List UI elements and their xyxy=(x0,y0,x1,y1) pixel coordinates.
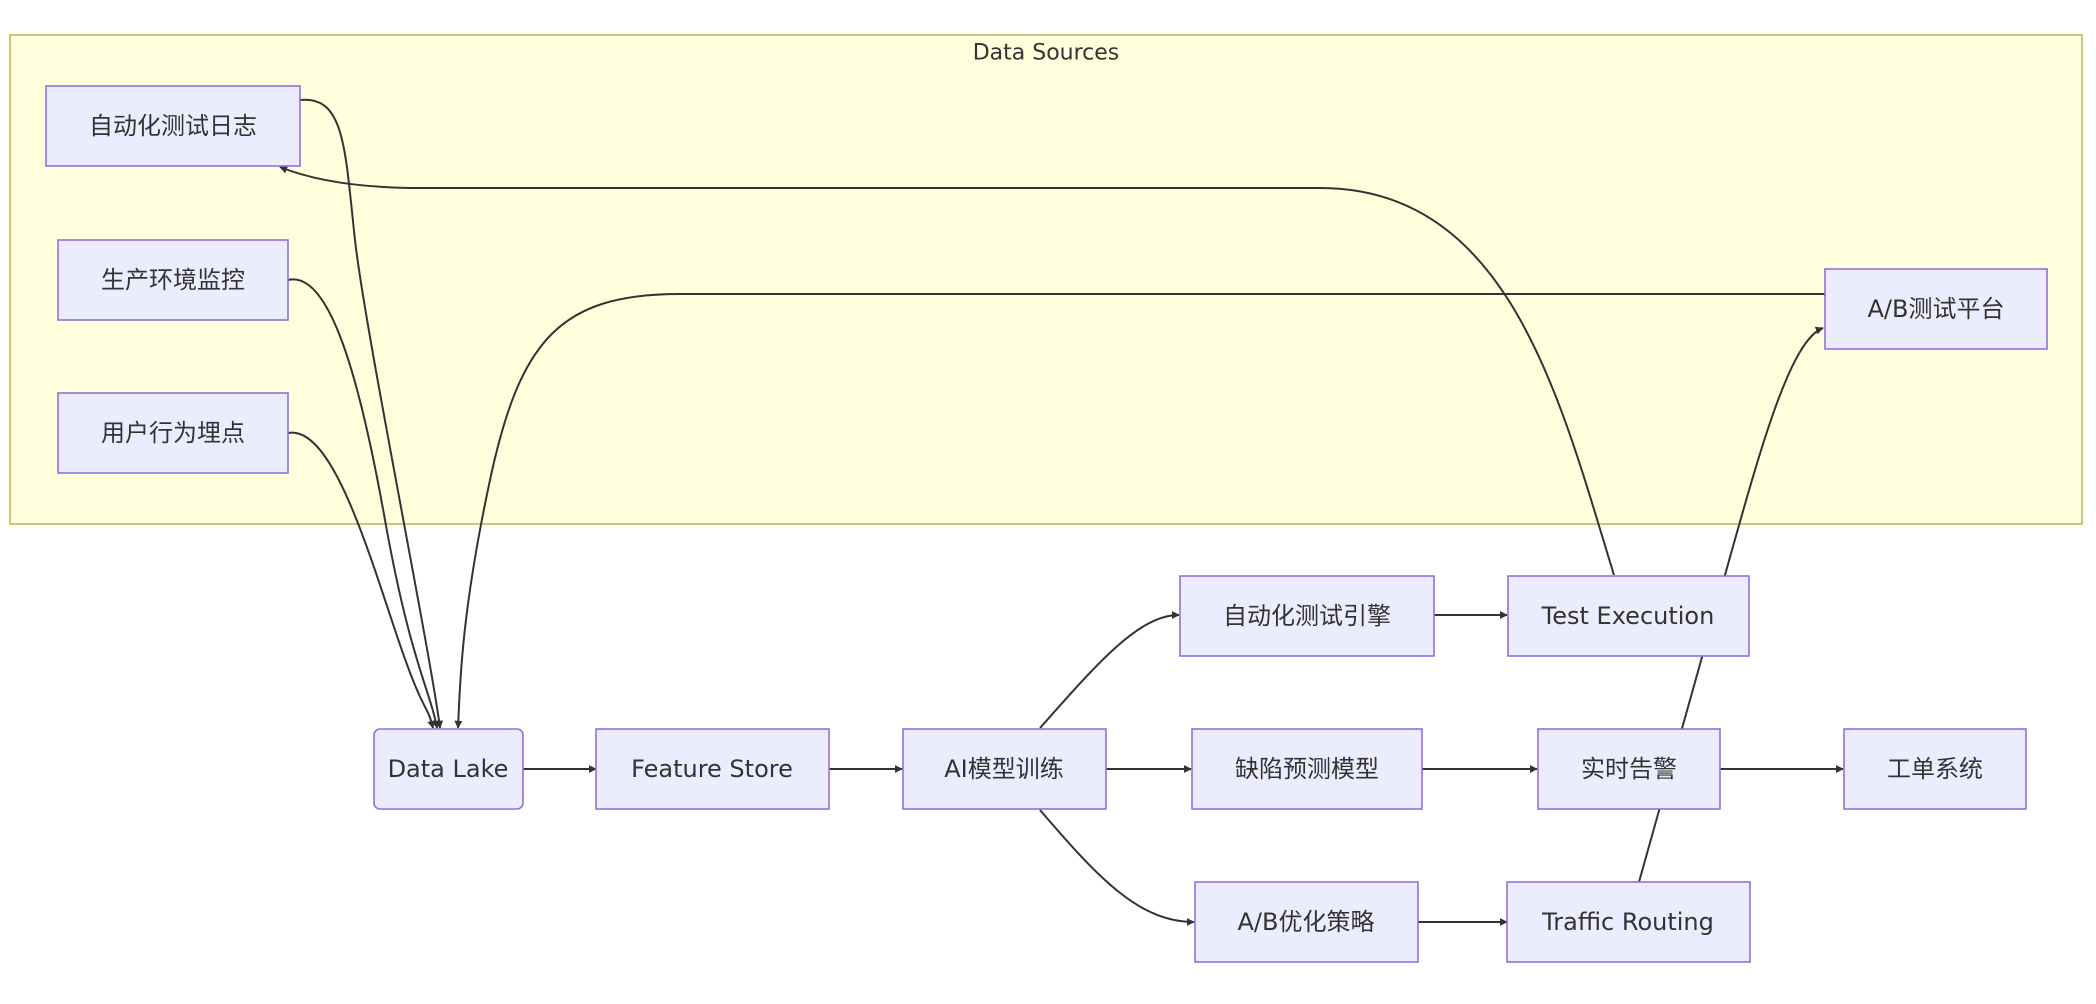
node-label: Traffic Routing xyxy=(1541,908,1714,936)
node-ticket-system[interactable]: 工单系统 xyxy=(1843,728,2027,810)
node-traffic-routing[interactable]: Traffic Routing xyxy=(1506,881,1751,963)
node-box xyxy=(1843,728,2027,810)
node-box xyxy=(57,392,289,474)
node-label: AI模型训练 xyxy=(944,755,1064,783)
node-feature-store[interactable]: Feature Store xyxy=(595,728,830,810)
node-box xyxy=(1537,728,1721,810)
node-box xyxy=(1191,728,1423,810)
node-ab-platform[interactable]: A/B测试平台 xyxy=(1824,268,2048,350)
node-test-logs[interactable]: 自动化测试日志 xyxy=(45,85,301,167)
node-box xyxy=(1824,268,2048,350)
node-ab-strategy[interactable]: A/B优化策略 xyxy=(1194,881,1419,963)
node-prod-monitor[interactable]: 生产环境监控 xyxy=(57,239,289,321)
node-box xyxy=(1179,575,1435,657)
node-label: 生产环境监控 xyxy=(101,266,245,294)
node-label: A/B优化策略 xyxy=(1238,908,1375,936)
edge-ab-platform-to-data-lake xyxy=(454,293,1826,729)
node-label: 实时告警 xyxy=(1581,755,1677,783)
node-box xyxy=(57,239,289,321)
cluster-data-sources: Data Sources xyxy=(9,34,2083,525)
node-box xyxy=(373,728,524,810)
edge-user-tracking-to-data-lake xyxy=(287,431,436,729)
edge-test-execution-to-test-logs xyxy=(279,165,1615,576)
edge-prod-monitor-to-data-lake xyxy=(287,278,440,729)
node-label: 用户行为埋点 xyxy=(101,419,245,447)
node-data-lake[interactable]: Data Lake xyxy=(373,728,524,810)
node-label: 缺陷预测模型 xyxy=(1235,755,1379,783)
node-box xyxy=(595,728,830,810)
node-ai-training[interactable]: AI模型训练 xyxy=(902,728,1107,810)
node-defect-model[interactable]: 缺陷预测模型 xyxy=(1191,728,1423,810)
node-label: 自动化测试引擎 xyxy=(1223,602,1391,630)
node-box xyxy=(1506,881,1751,963)
edge-traffic-routing-to-ab-platform xyxy=(1638,326,1824,883)
node-label: Data Lake xyxy=(388,755,509,783)
node-box xyxy=(1194,881,1419,963)
node-box xyxy=(902,728,1107,810)
edge-test-logs-to-data-lake xyxy=(299,98,444,729)
edge-ai-training-to-ab-strategy xyxy=(1039,809,1195,926)
node-label: 自动化测试日志 xyxy=(89,112,257,140)
node-test-execution[interactable]: Test Execution xyxy=(1507,575,1750,657)
edge-ai-training-to-test-engine xyxy=(1039,611,1180,729)
cluster-background xyxy=(9,34,2083,525)
node-user-tracking[interactable]: 用户行为埋点 xyxy=(57,392,289,474)
edges xyxy=(279,98,1844,926)
nodes: 自动化测试日志 生产环境监控 用户行为埋点 A/B测试平台 Data Lake … xyxy=(45,85,2048,963)
node-test-engine[interactable]: 自动化测试引擎 xyxy=(1179,575,1435,657)
node-label: A/B测试平台 xyxy=(1868,295,2005,323)
node-label: Feature Store xyxy=(631,755,793,783)
node-box xyxy=(1507,575,1750,657)
node-label: 工单系统 xyxy=(1887,755,1983,783)
cluster-title: Data Sources xyxy=(973,41,1120,66)
node-realtime-alert[interactable]: 实时告警 xyxy=(1537,728,1721,810)
node-label: Test Execution xyxy=(1541,602,1715,630)
node-box xyxy=(45,85,301,167)
